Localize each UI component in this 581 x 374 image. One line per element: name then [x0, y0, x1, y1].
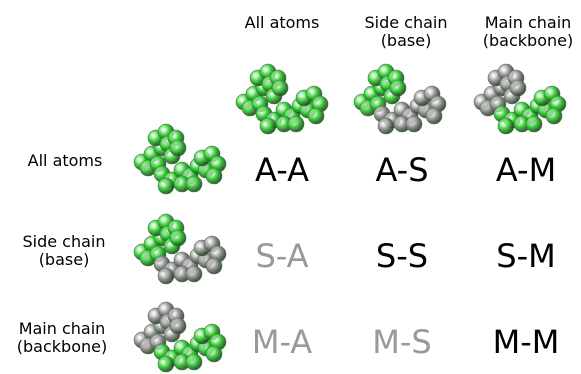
main-chain-icon: [133, 301, 227, 373]
all-atoms-icon: [133, 123, 227, 195]
row-header-line2: (base): [38, 250, 90, 269]
cell-m-m: M-M: [492, 323, 560, 361]
side-chain-icon: [353, 63, 447, 135]
cell-a-m: A-M: [495, 151, 557, 189]
cell-m-a: M-A: [251, 323, 313, 361]
highlighted-atom: [157, 355, 175, 373]
highlighted-atom: [185, 353, 203, 371]
highlighted-atom: [307, 107, 325, 125]
highlighted-atom: [389, 79, 407, 97]
muted-atom: [377, 117, 395, 135]
cell-s-m: S-M: [496, 237, 556, 275]
highlighted-atom: [525, 115, 543, 133]
cell-a-s: A-S: [375, 151, 429, 189]
cell-s-s: S-S: [375, 237, 429, 275]
column-header-line1: Side chain: [364, 13, 448, 32]
column-header-main-chain: Main chain (backbone): [468, 14, 581, 50]
row-header-line1: Main chain: [18, 319, 106, 338]
row-header-line1: All atoms: [27, 151, 103, 170]
column-header-line1: Main chain: [484, 13, 572, 32]
column-header-side-chain: Side chain (base): [346, 14, 466, 50]
highlighted-atom: [287, 115, 305, 133]
column-header-line2: (base): [380, 31, 432, 50]
highlighted-atom: [157, 177, 175, 195]
muted-atom: [509, 79, 527, 97]
cell-s-a: S-A: [255, 237, 309, 275]
row-header-line2: (backbone): [16, 337, 108, 356]
highlighted-atom: [271, 79, 289, 97]
highlighted-atom: [169, 139, 187, 157]
muted-atom: [405, 115, 423, 133]
muted-atom: [157, 267, 175, 285]
row-header-side-chain: Side chain (base): [4, 233, 124, 269]
muted-atom: [425, 107, 443, 125]
row-header-main-chain: Main chain (backbone): [2, 320, 122, 356]
column-header-line2: (backbone): [482, 31, 574, 50]
row-header-all-atoms: All atoms: [10, 152, 120, 170]
cell-m-s: M-S: [372, 323, 432, 361]
column-header-all-atoms: All atoms: [232, 14, 332, 32]
highlighted-atom: [169, 229, 187, 247]
cell-a-a: A-A: [255, 151, 309, 189]
muted-atom: [169, 317, 187, 335]
highlighted-atom: [205, 345, 223, 363]
column-header-line1: All atoms: [244, 13, 320, 32]
highlighted-atom: [545, 107, 563, 125]
main-chain-icon: [473, 63, 567, 135]
row-header-line1: Side chain: [22, 232, 106, 251]
all-atoms-icon: [235, 63, 329, 135]
highlighted-atom: [497, 117, 515, 135]
highlighted-atom: [185, 175, 203, 193]
muted-atom: [185, 265, 203, 283]
side-chain-icon: [133, 213, 227, 285]
highlighted-atom: [205, 167, 223, 185]
highlighted-atom: [259, 117, 277, 135]
muted-atom: [205, 257, 223, 275]
